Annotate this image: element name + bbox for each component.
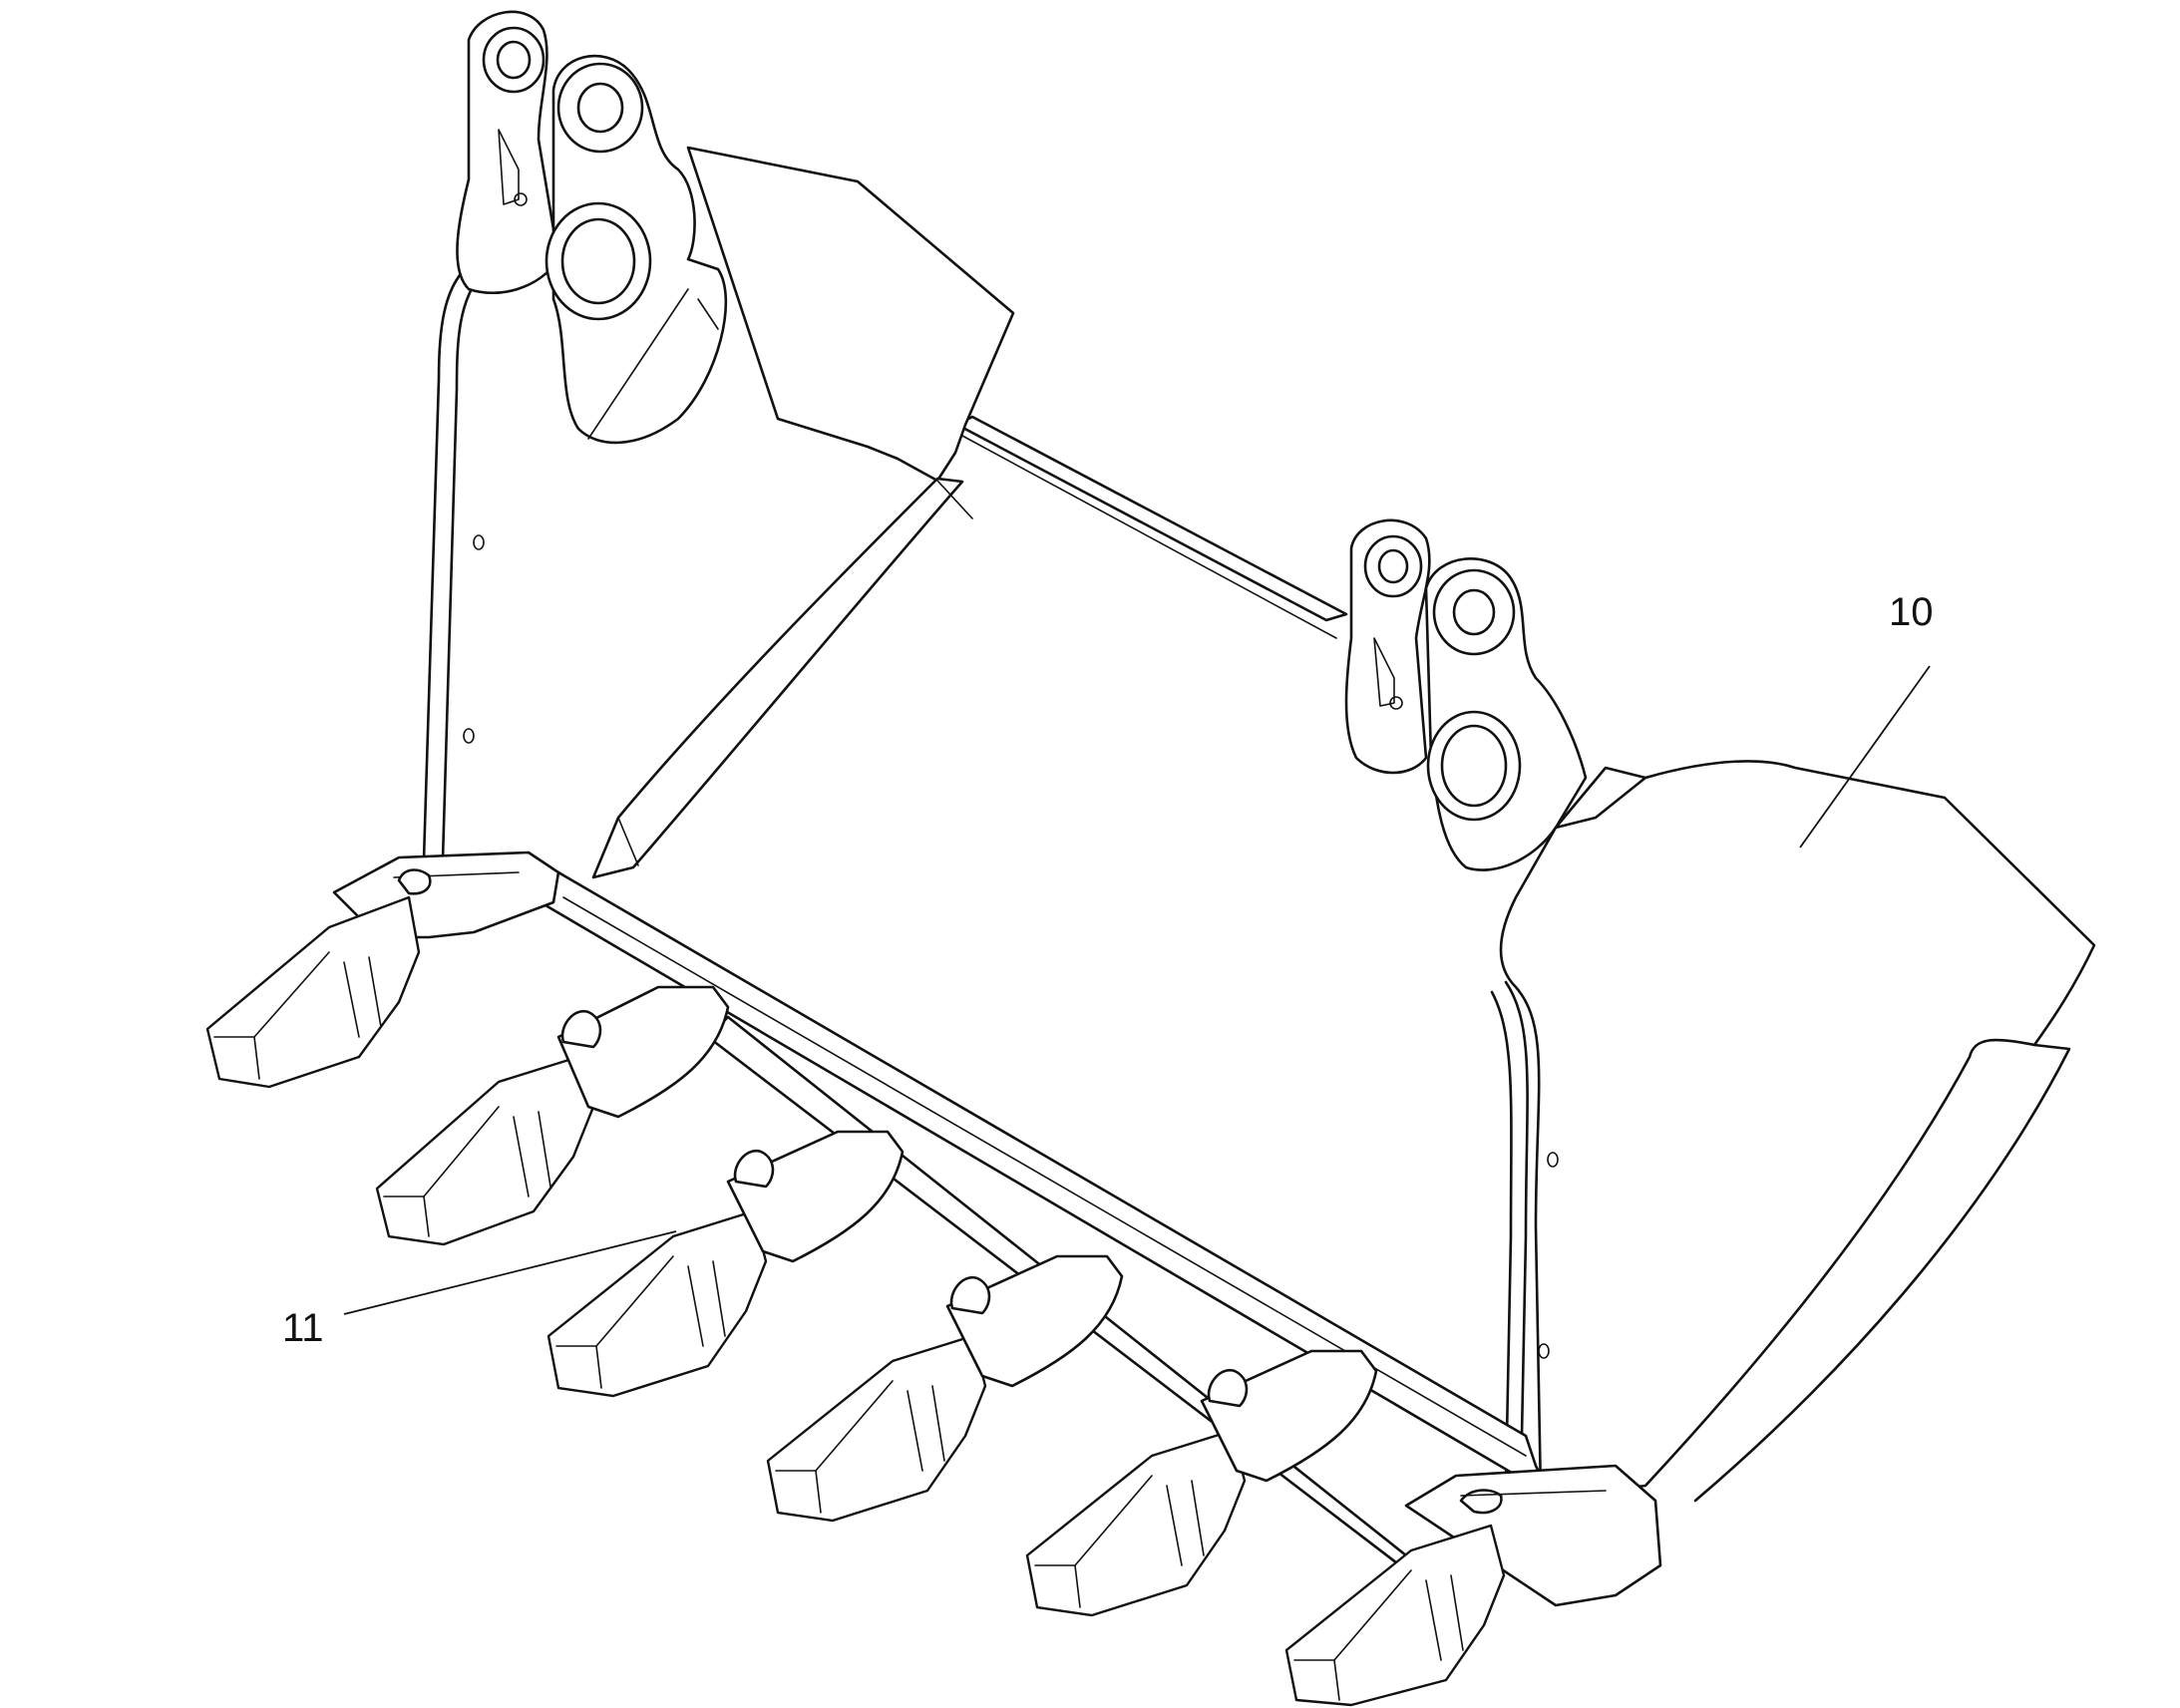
cutting-edge-lip — [522, 870, 1553, 1587]
right-lifting-lugs — [1344, 518, 1588, 871]
bucket-tooth-5 — [1025, 1349, 1378, 1617]
callout-label-11: 11 — [282, 1306, 324, 1350]
bucket-tooth-3 — [546, 1130, 905, 1398]
left-side-strap — [422, 265, 486, 861]
bucket-tooth-4 — [766, 1254, 1124, 1523]
left-lifting-lugs — [456, 10, 728, 445]
callout-leader-10 — [1799, 665, 1931, 849]
callout-label-10: 10 — [1889, 590, 1934, 634]
callout-leader-11 — [343, 1230, 677, 1315]
bucket-rear-wall — [955, 415, 1348, 639]
right-end-plate — [1490, 760, 2096, 1503]
bucket-left-side-plate — [591, 146, 1015, 879]
bucket-tooth-2 — [375, 985, 730, 1246]
bucket-tooth-1 — [205, 895, 421, 1089]
right-corner-protector — [1404, 1464, 1662, 1607]
bucket-tooth-6 — [1284, 1524, 1506, 1707]
